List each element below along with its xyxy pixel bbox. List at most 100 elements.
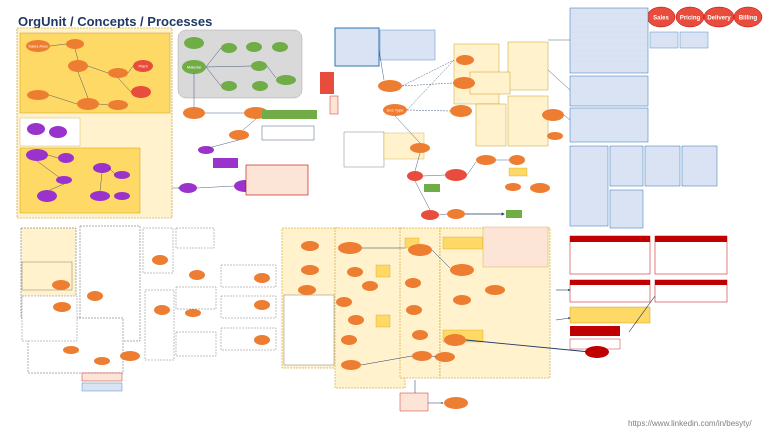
node-green-5[interactable] [252,81,268,91]
node-pf-8[interactable] [405,278,421,288]
node-pf-10[interactable] [412,330,428,340]
node-ll-7[interactable] [152,255,168,265]
node-cl-5[interactable] [301,265,319,275]
node-material-main[interactable]: Material [182,60,206,74]
node-pf-7[interactable] [341,360,361,370]
node-ll-6[interactable] [63,346,79,354]
node-center-1[interactable] [183,107,205,119]
box-doc-list-5 [507,95,549,147]
node-pf-2[interactable] [347,267,363,277]
node-pf-6[interactable] [341,335,357,345]
node-green-1[interactable] [221,43,237,53]
node-pricing[interactable] [542,109,564,121]
badge-delivery[interactable]: Delivery [703,6,735,28]
node-purple-3[interactable] [26,149,48,161]
panel-blue-4 [569,145,609,227]
node-cl-1[interactable] [254,273,270,283]
node-green-2[interactable] [246,42,262,52]
node-purple-4[interactable] [58,153,74,163]
box-pf-2 [375,314,391,328]
node-doc-5[interactable] [445,169,467,181]
node-sched-line[interactable] [450,105,472,117]
node-ll-1[interactable] [52,280,70,290]
node-center-3[interactable] [229,130,249,140]
node-cl-3[interactable] [254,335,270,345]
node-pf-4[interactable] [336,297,352,307]
node-ll-2[interactable] [53,302,71,312]
badge-sales[interactable]: Sales [646,6,676,28]
node-doccat[interactable] [378,80,402,92]
node-org-7[interactable] [108,100,128,110]
badge-pricing[interactable]: Pricing [675,6,705,28]
node-ll-10[interactable] [185,309,201,317]
node-doc-8[interactable] [530,183,550,193]
node-purple-5[interactable] [56,176,72,184]
box-pf-1 [375,264,391,278]
node-pf-5[interactable] [348,315,364,325]
node-doc-4[interactable] [407,171,423,181]
left-lower-region [20,225,217,392]
badge-billing[interactable]: Billing [733,6,763,28]
node-doc-type[interactable]: Doc Type [383,104,407,116]
node-delivery[interactable] [408,244,432,256]
box-output [399,392,429,412]
node-center-4[interactable] [198,146,214,154]
node-org-4[interactable] [131,86,151,98]
footer-link[interactable]: https://www.linkedin.com/in/besyty/ [628,419,752,428]
node-doc-6[interactable] [476,155,496,165]
box-red-1 [320,72,334,94]
node-accounting[interactable] [585,346,609,358]
node-doc-7[interactable] [509,155,525,165]
node-green-3[interactable] [272,42,288,52]
node-item-cat[interactable] [453,77,475,89]
node-pf-12[interactable] [453,295,471,305]
node-purple-10[interactable] [114,192,130,200]
node-pf-3[interactable] [362,281,378,291]
node-doc-2[interactable] [456,55,474,65]
node-org-6[interactable] [27,90,49,100]
node-ll-4[interactable] [120,351,140,361]
node-org-3[interactable] [108,68,128,78]
node-purple-6[interactable] [37,190,57,202]
badge-billing-label: Billing [739,16,758,22]
node-billing-doc[interactable] [450,264,474,276]
node-center-5[interactable] [179,183,197,193]
node-green-7[interactable] [276,75,296,85]
node-purple-1[interactable] [27,123,45,135]
node-ll-8[interactable] [154,305,170,315]
panel-blue-10 [679,31,709,49]
node-pf-14[interactable] [435,352,455,362]
node-org-5[interactable] [77,98,99,110]
node-cl-4[interactable] [301,241,319,251]
node-green-4[interactable] [221,81,237,91]
node-ll-5[interactable] [94,357,110,365]
panel-red-2-header [655,236,727,242]
panel-red-2 [654,235,728,275]
node-doc-10[interactable] [421,210,439,220]
node-purple-7[interactable] [93,163,111,173]
node-sales-order[interactable] [338,242,362,254]
node-right-2[interactable] [547,132,563,140]
node-org-2[interactable] [68,60,88,72]
node-doc-9[interactable] [505,183,521,191]
node-pf-13[interactable] [444,334,466,346]
node-doc-11[interactable] [447,209,465,219]
box-purple[interactable] [213,158,238,168]
node-plant[interactable]: Plant [133,60,153,72]
node-cl-6[interactable] [298,285,316,295]
node-ll-9[interactable] [189,270,205,280]
node-purple-8[interactable] [114,171,130,179]
node-output[interactable] [444,397,468,409]
node-cl-2[interactable] [254,300,270,310]
node-purple-9[interactable] [90,191,110,201]
node-ll-3[interactable] [87,291,103,301]
node-purple-2[interactable] [49,126,67,138]
node-material[interactable] [184,37,204,49]
node-pf-11[interactable] [412,351,432,361]
node-sales-area[interactable]: Sales Area [26,40,50,52]
node-org-1[interactable] [66,39,84,49]
node-green-6[interactable] [251,61,267,71]
node-pf-9[interactable] [406,305,422,315]
node-pf-15[interactable] [485,285,505,295]
node-doc-3[interactable] [410,143,430,153]
